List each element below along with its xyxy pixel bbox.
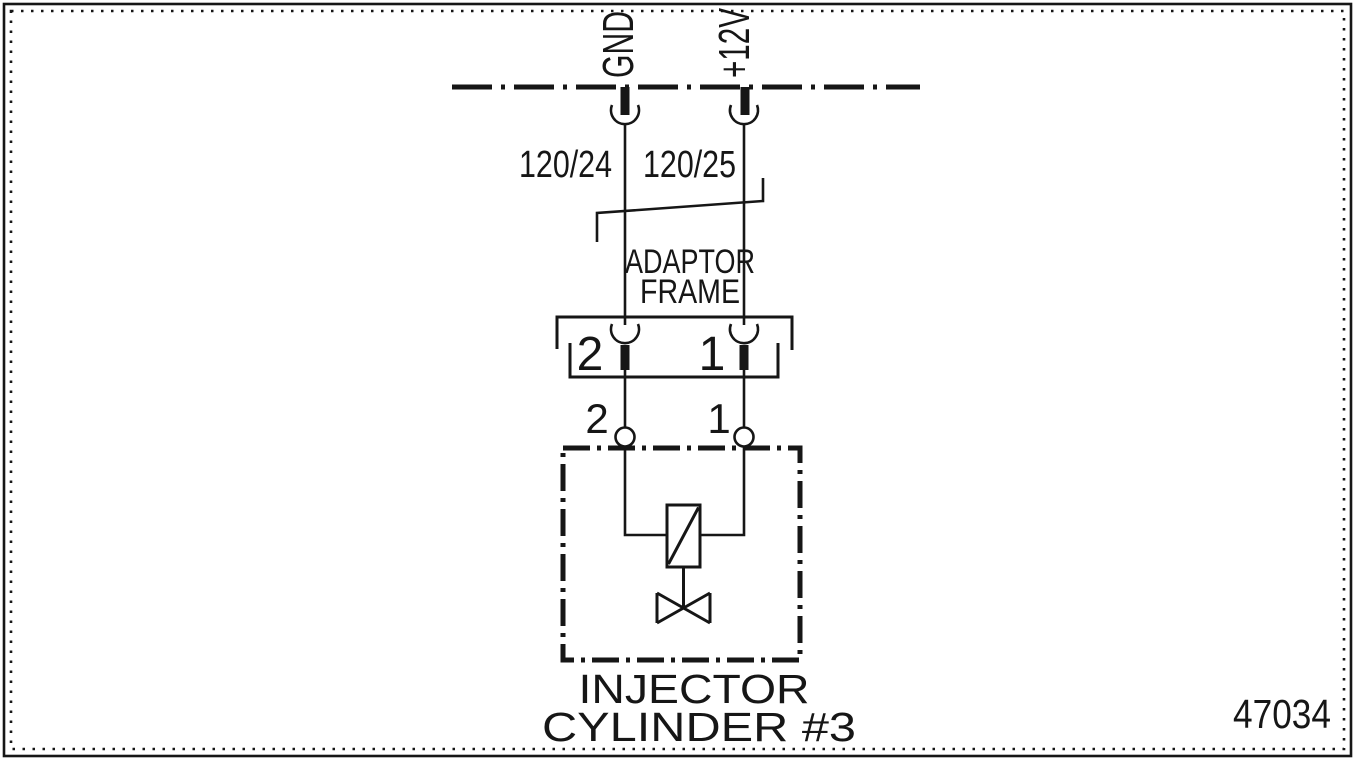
supply-terminal-icon bbox=[728, 87, 760, 126]
injector-pin-right-number: 1 bbox=[707, 395, 730, 442]
cavity-right-number: 1 bbox=[699, 328, 726, 381]
cavity-left-socket-cup-icon bbox=[609, 323, 641, 345]
twisted-pair-crossover-icon bbox=[595, 178, 765, 242]
adaptor-frame-title-line1: ADAPTOR bbox=[625, 243, 755, 281]
solenoid-symbol bbox=[665, 503, 702, 569]
power-rail: GND +12V bbox=[452, 8, 920, 90]
wire-left-circuit-number: 120/24 bbox=[519, 144, 612, 186]
injector-leads: 2 1 bbox=[585, 370, 755, 448]
cavity-right-pin-blade bbox=[739, 345, 749, 370]
cavity-right-socket-cup-icon bbox=[728, 323, 760, 345]
adaptor-frame-connector: ADAPTOR FRAME 2 1 bbox=[555, 243, 794, 381]
adaptor-frame-title-line2: FRAME bbox=[640, 273, 740, 311]
connector-shell-lower bbox=[568, 343, 780, 379]
cavity-left-pin-blade bbox=[620, 345, 630, 370]
supply-12v-label: +12V bbox=[710, 8, 759, 78]
gnd-pin-blade bbox=[620, 87, 630, 115]
gnd-label: GND bbox=[594, 11, 643, 78]
component-boundary-outline bbox=[560, 445, 803, 663]
figure-number: 47034 bbox=[1233, 691, 1331, 737]
connector-shell-upper bbox=[555, 315, 794, 350]
solenoid-diagonal bbox=[667, 506, 700, 565]
valve-icon bbox=[655, 591, 712, 625]
injector-pin-left-number: 2 bbox=[585, 395, 608, 442]
wire-right-circuit-number: 120/25 bbox=[643, 144, 736, 186]
internal-wire-right bbox=[700, 446, 746, 537]
internal-wire-left bbox=[623, 446, 667, 537]
valve-bowtie-lines bbox=[655, 591, 712, 625]
harness-wires: 120/24 120/25 bbox=[519, 124, 765, 325]
injector-cylinder-box bbox=[560, 445, 803, 663]
cavity-left-number: 2 bbox=[577, 328, 604, 381]
inner-border-ticks bbox=[9, 9, 1346, 751]
injector-pin-right-terminal-icon bbox=[733, 426, 755, 448]
injector-caption-line2: CYLINDER #3 bbox=[542, 704, 856, 750]
gnd-terminal-icon bbox=[609, 87, 641, 126]
supply-pin-blade bbox=[740, 87, 750, 115]
injector-caption-line1: INJECTOR bbox=[579, 666, 810, 712]
injector-pin-left-terminal-icon bbox=[614, 426, 636, 448]
